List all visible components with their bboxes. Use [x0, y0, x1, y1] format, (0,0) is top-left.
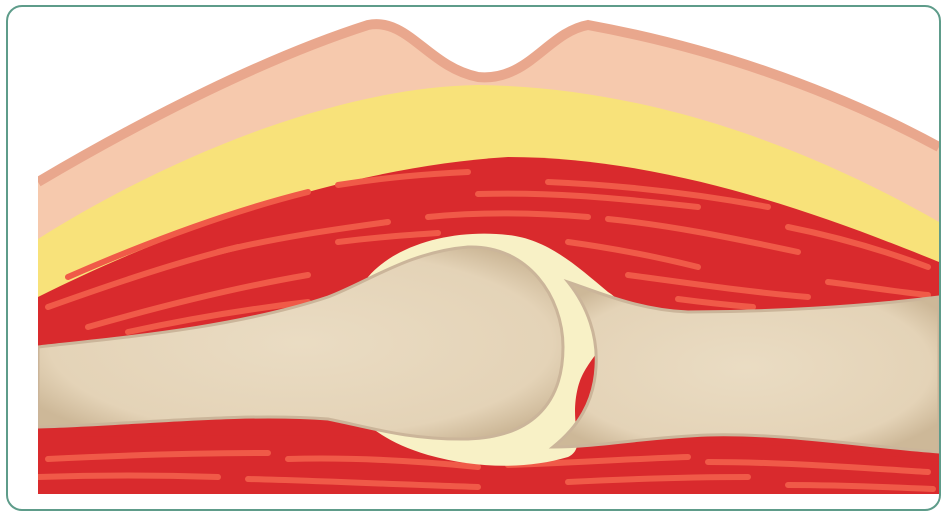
diagram-frame [6, 5, 941, 511]
joint-cross-section [8, 7, 939, 509]
